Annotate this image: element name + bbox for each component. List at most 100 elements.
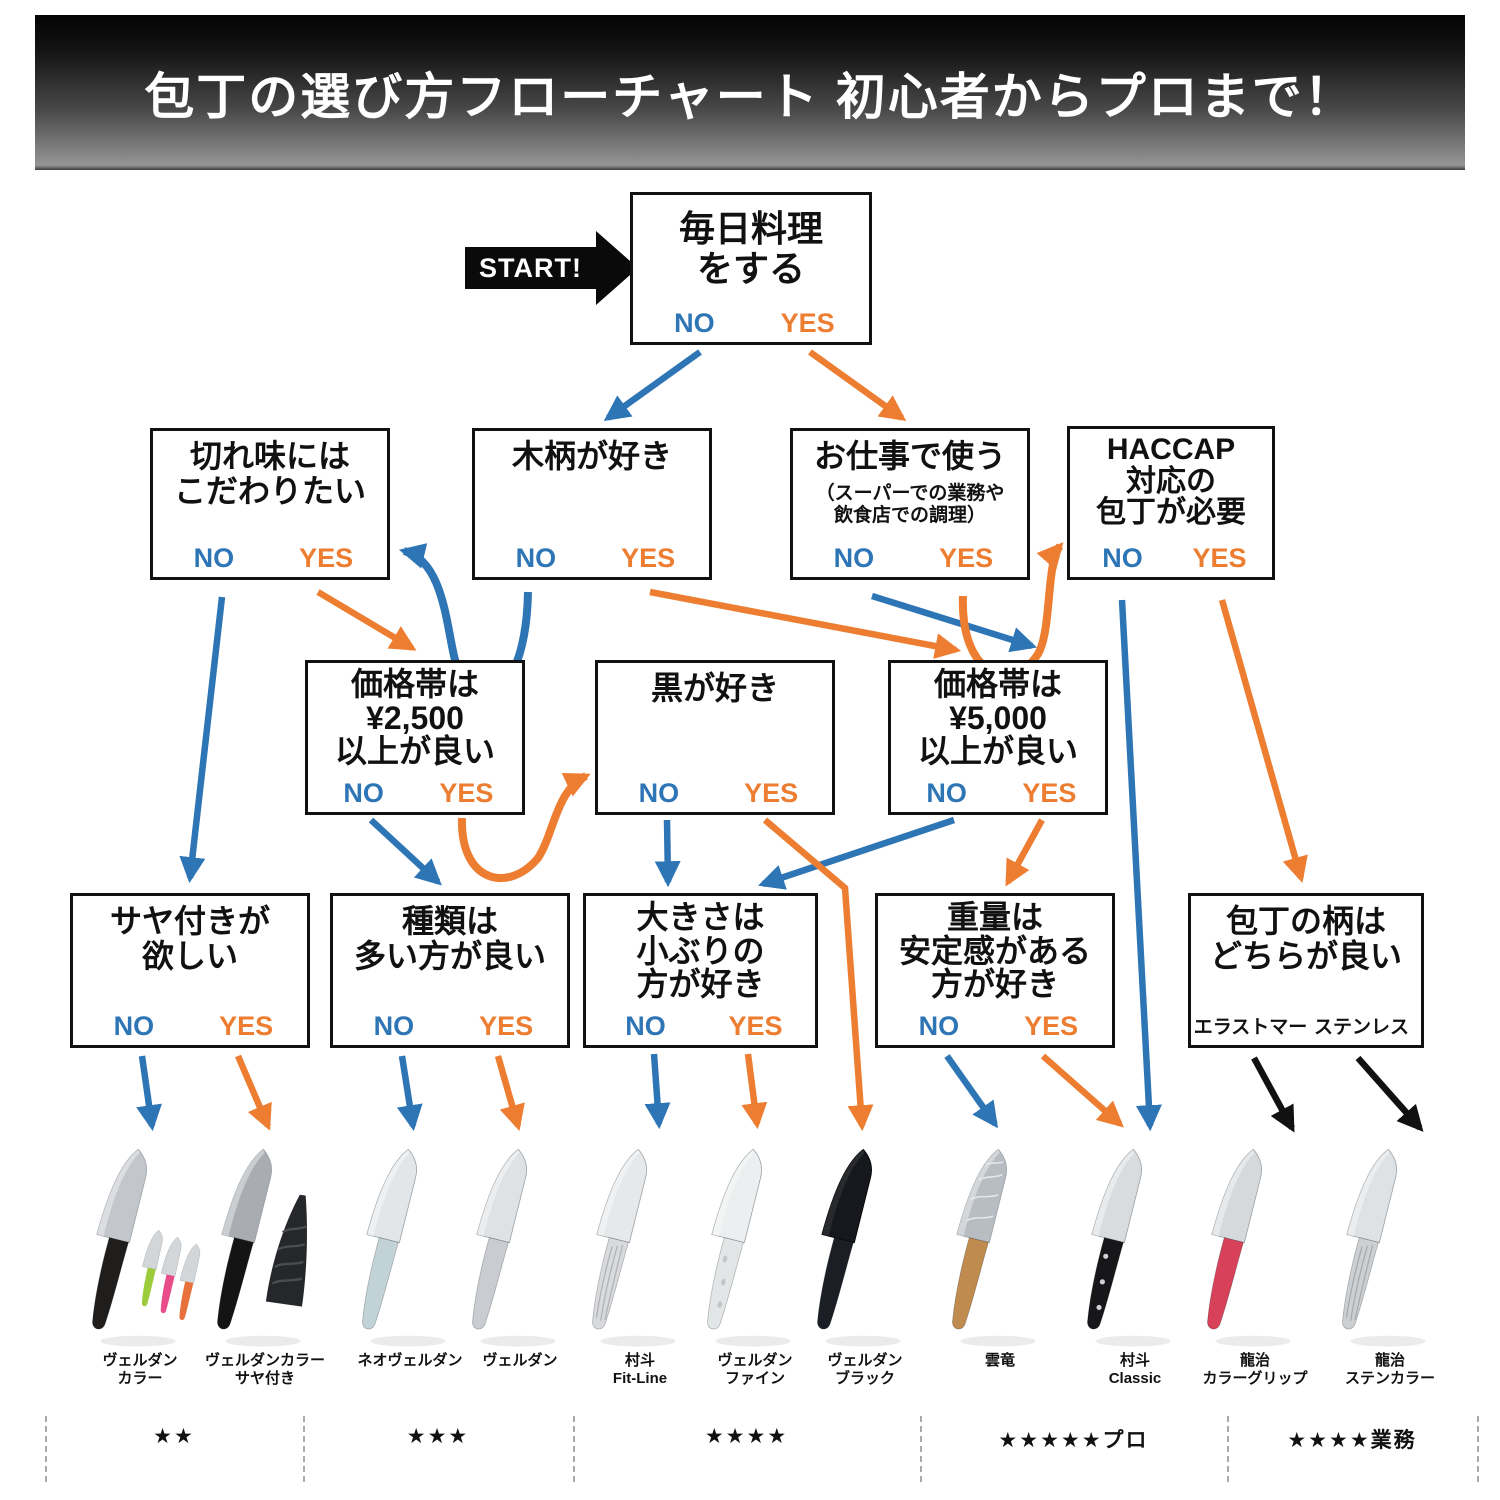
node-weight-stability: 重量は 安定感がある 方が好き NO YES — [875, 893, 1115, 1048]
product-knife — [1190, 1138, 1320, 1350]
arrow-handle-stainless — [1355, 1055, 1424, 1132]
rating-stars: ★★★★ — [704, 1425, 789, 1448]
node-question-sub: （スーパーでの業務や 飲食店での調理） — [815, 483, 1005, 526]
product-name: 雲竜 — [984, 1352, 1015, 1369]
node-question: お仕事で使う — [813, 438, 1006, 474]
yes-label: YES — [299, 543, 354, 573]
rating-stars: ★★★★業務 — [1287, 1429, 1417, 1452]
arrow-size-yes — [741, 1053, 768, 1130]
no-label: NO — [515, 543, 557, 573]
arrow-types-no — [396, 1055, 423, 1132]
yes-label: YES — [728, 1011, 783, 1041]
node-work-use: お仕事で使う （スーパーでの業務や 飲食店での調理） NO YES — [790, 428, 1030, 580]
yes-label: YES — [219, 1011, 274, 1041]
arrow-weight-yes — [1040, 1053, 1124, 1128]
no-label: NO — [918, 1011, 960, 1041]
knife-image — [707, 1148, 791, 1347]
arrow-weight-no — [944, 1054, 998, 1129]
node-handle-choice: 包丁の柄は どちらが良い エラストマー ステンレス — [1188, 893, 1424, 1048]
product-knife — [575, 1138, 705, 1350]
knife-image — [1207, 1148, 1291, 1347]
node-question: 価格帯は ¥5,000 以上が良い — [917, 666, 1078, 770]
knife-image — [1342, 1148, 1426, 1347]
product-knife — [200, 1138, 330, 1350]
arrow-p2500-no — [368, 817, 442, 886]
no-label: NO — [193, 543, 235, 573]
product-knife — [690, 1138, 820, 1350]
knife-image — [472, 1148, 556, 1347]
node-wood-handle: 木柄が好き NO YES — [472, 428, 712, 580]
product-knife — [935, 1138, 1065, 1350]
arrow-cook-no — [603, 349, 702, 422]
node-cook-everyday: 毎日料理 をする NO YES — [630, 192, 872, 345]
node-many-types: 種類は 多い方が良い NO YES — [330, 893, 570, 1048]
product-knife — [75, 1138, 205, 1350]
arrow-p5000-yes — [1005, 818, 1045, 887]
node-sheath-wanted: サヤ付きが 欲しい NO YES — [70, 893, 310, 1048]
yes-label: YES — [780, 308, 835, 338]
node-question: HACCAP 対応の 包丁が必要 — [1096, 433, 1246, 529]
product-name: ヴェルダンカラー サヤ付き — [204, 1352, 325, 1387]
node-question: サヤ付きが 欲しい — [109, 903, 270, 975]
rating-stars: ★★★ — [406, 1425, 470, 1448]
node-likes-black: 黒が好き NO YES — [595, 660, 835, 815]
product-knife — [800, 1138, 930, 1350]
product-name: ヴェルダン ファイン — [717, 1352, 793, 1387]
node-question: 価格帯は ¥2,500 以上が良い — [334, 666, 495, 770]
knife-image — [1087, 1148, 1171, 1347]
start-label: START! — [479, 252, 582, 283]
rating-divider — [45, 1416, 47, 1482]
arrow-wood-yes — [649, 588, 962, 659]
knife-image — [362, 1148, 446, 1347]
no-label: NO — [1102, 543, 1143, 573]
rating-stars: ★★★★★プロ — [998, 1429, 1149, 1452]
product-name: 村斗 Classic — [1108, 1352, 1162, 1387]
yes-label: YES — [439, 778, 494, 808]
node-sharpness: 切れ味には こだわりたい NO YES — [150, 428, 390, 580]
arrow-haccap-no — [1118, 599, 1162, 1132]
knife-image — [92, 1148, 201, 1347]
product-name: ネオヴェルダン — [357, 1352, 463, 1369]
node-price-2500: 価格帯は ¥2,500 以上が良い NO YES — [305, 660, 525, 815]
option-stainless-label: ステンレス — [1313, 1017, 1409, 1038]
product-knife — [455, 1138, 585, 1350]
knife-image — [592, 1148, 676, 1347]
no-label: NO — [625, 1011, 666, 1041]
no-label: NO — [926, 778, 967, 808]
node-question: 重量は 安定感がある 方が好き — [898, 899, 1091, 1003]
page-title: 包丁の選び方フローチャート 初心者からプロまで！ — [144, 68, 1356, 125]
arrow-p5000-no — [758, 816, 956, 890]
no-label: NO — [674, 308, 715, 338]
product-knife — [345, 1138, 475, 1350]
arrow-work-no — [871, 592, 1037, 653]
product-name: ヴェルダン — [482, 1352, 558, 1369]
product-name: 龍治 カラーグリップ — [1202, 1352, 1308, 1387]
rating-stars: ★★ — [153, 1425, 195, 1448]
rating-divider — [303, 1416, 305, 1482]
title-banner: 包丁の選び方フローチャート 初心者からプロまで！ — [35, 15, 1465, 170]
node-question: 木柄が好き — [511, 438, 672, 474]
arrow-sharp-no — [179, 596, 226, 884]
yes-label: YES — [1192, 543, 1247, 573]
yes-label: YES — [479, 1011, 534, 1041]
yes-label: YES — [939, 543, 994, 573]
knife-image — [217, 1148, 307, 1347]
no-label: NO — [113, 1011, 155, 1041]
option-elastomer-label: エラストマー — [1193, 1017, 1308, 1038]
arrow-size-no — [644, 1053, 671, 1130]
yes-label: YES — [1024, 1011, 1079, 1041]
node-small-size: 大きさは 小ぶりの 方が好き NO YES — [583, 893, 818, 1048]
arrow-kuro-no — [654, 819, 681, 888]
yes-label: YES — [621, 543, 676, 573]
node-question: 種類は 多い方が良い — [353, 903, 546, 975]
product-name: 龍治 ステンカラー — [1344, 1352, 1435, 1387]
arrow-saya-no — [136, 1055, 162, 1132]
knife-image — [817, 1148, 901, 1347]
product-name: ヴェルダン ブラック — [827, 1352, 903, 1387]
yes-label: YES — [1022, 778, 1077, 808]
no-label: NO — [373, 1011, 415, 1041]
node-question: 大きさは 小ぶりの 方が好き — [636, 899, 765, 1003]
node-question: 切れ味には こだわりたい — [173, 438, 366, 510]
knife-image — [952, 1148, 1036, 1347]
product-name: ヴェルダン カラー — [102, 1352, 178, 1387]
